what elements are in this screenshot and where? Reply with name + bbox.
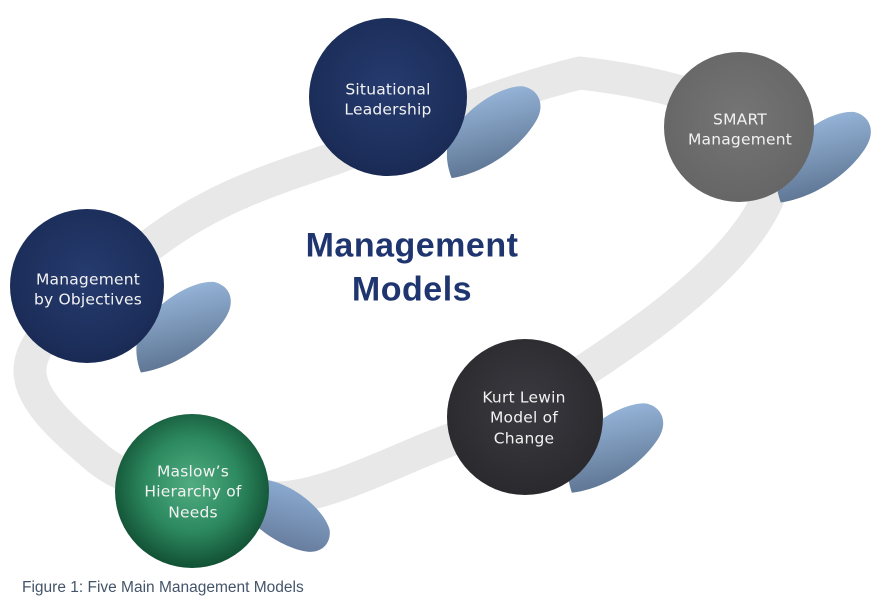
- figure-caption: Figure 1: Five Main Management Models: [22, 579, 304, 596]
- petal-smart-management: [776, 111, 871, 203]
- node-circle-kurt-lewin-model-of-change: [447, 339, 603, 495]
- petal-situational-leadership: [446, 86, 541, 179]
- node-circle-management-by-objectives: [10, 209, 164, 363]
- node-circle-situational-leadership: [309, 18, 467, 176]
- petal-kurt-lewin-model-of-change: [567, 403, 664, 493]
- node-circle-maslows-hierarchy-of-needs: [115, 414, 269, 568]
- petal-management-by-objectives: [136, 281, 231, 373]
- node-circle-smart-management: [664, 52, 814, 202]
- diagram-title: Management Models: [305, 226, 519, 308]
